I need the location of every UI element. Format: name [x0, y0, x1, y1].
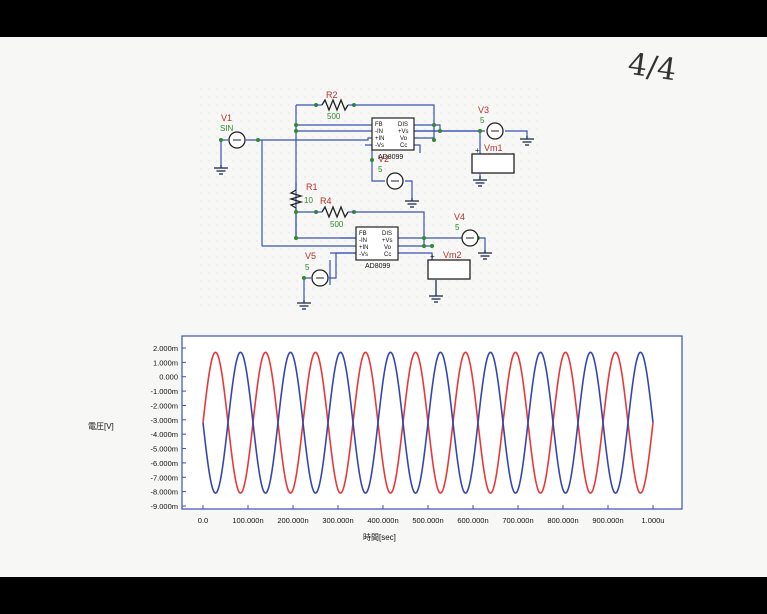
v2-value: 5 — [378, 165, 383, 174]
y-tick-label: 0.000 — [159, 373, 178, 382]
source-v3: V3 5 — [478, 105, 504, 140]
x-tick-label: 700.000n — [502, 516, 533, 525]
opamp-part: AD8099 — [365, 263, 390, 270]
ground-icon — [405, 198, 419, 208]
y-tick-label: -7.000m — [150, 473, 178, 482]
v5-value: 5 — [305, 263, 310, 272]
x-tick-label: 100.000n — [232, 516, 263, 525]
x-tick-label: 900.000n — [592, 516, 623, 525]
r4-value: 500 — [330, 220, 344, 229]
resistor-r4: R4 500 — [316, 196, 354, 229]
x-axis: 0.0 100.000n 200.000n 300.000n 400.000n 500.0… — [198, 505, 665, 525]
voltmeter-vm2: + Vm2 — [427, 250, 471, 280]
opamp-part: AD8099 — [378, 154, 403, 161]
r2-value: 500 — [327, 112, 341, 121]
v2-ref: V2 — [378, 154, 389, 164]
x-tick-label: 500.000n — [412, 516, 443, 525]
x-tick-label: 300.000n — [322, 516, 353, 525]
opamp-bottom: FB -IN +IN -Vs DIS +Vs Vo Cc AD8099 — [355, 226, 399, 270]
r1-ref: R1 — [306, 182, 318, 192]
r4-ref: R4 — [320, 196, 332, 206]
vm2-ref: Vm2 — [443, 250, 462, 260]
pin-label: -IN — [375, 129, 383, 135]
pin-label: -IN — [359, 238, 367, 244]
y-tick-label: -1.000m — [150, 387, 178, 396]
pin-label: FB — [359, 231, 367, 237]
opamp-icon — [371, 117, 415, 151]
y-tick-label: 1.000m — [153, 358, 178, 367]
series-line-2 — [202, 351, 654, 494]
x-axis-label: 時間[sec] — [363, 533, 396, 542]
x-tick-label: 400.000n — [367, 516, 398, 525]
wires — [220, 104, 528, 300]
pin-label: Cc — [400, 143, 407, 149]
ground-symbols — [214, 136, 534, 310]
pin-label: DIS — [382, 231, 392, 237]
y-axis: 2.000m 1.000m 0.000 -1.000m -2.000m -3.000m -4… — [150, 344, 186, 511]
v1-value: SIN — [220, 124, 234, 133]
y-tick-label: -2.000m — [150, 401, 178, 410]
pin-label: +IN — [359, 245, 369, 251]
opamp-icon — [355, 226, 399, 261]
ground-icon — [214, 165, 228, 175]
svg-text:+: + — [430, 252, 435, 261]
pin-label: Vo — [384, 245, 392, 251]
resistor-icon — [288, 189, 304, 209]
ground-icon — [473, 176, 487, 187]
ground-icon — [297, 300, 311, 310]
pin-label: -Vs — [375, 143, 384, 149]
source-v5: V5 5 — [305, 251, 329, 287]
resistor-icon — [321, 205, 349, 219]
y-tick-label: -3.000m — [150, 416, 178, 425]
y-tick-label: -8.000m — [150, 488, 178, 497]
resistor-r1: R1 10 — [288, 182, 318, 209]
y-tick-label: -5.000m — [150, 445, 178, 454]
pin-label: Cc — [384, 252, 391, 258]
v3-ref: V3 — [478, 105, 489, 115]
svg-text:+: + — [475, 146, 480, 155]
pin-label: +Vs — [382, 238, 393, 244]
series-layer — [202, 351, 654, 494]
r1-value: 10 — [304, 196, 313, 205]
v5-ref: V5 — [305, 251, 316, 261]
voltmeter-icon — [427, 259, 471, 280]
source-v1: V1 SIN — [220, 113, 246, 149]
x-tick-label: 200.000n — [277, 516, 308, 525]
v1-ref: V1 — [221, 113, 232, 123]
voltmeter-icon — [471, 153, 515, 174]
y-axis-label: 電圧[V] — [88, 422, 114, 431]
voltmeter-vm1: + Vm1 — [471, 143, 515, 176]
x-tick-label: 0.0 — [198, 516, 208, 525]
pin-label: -Vs — [359, 252, 368, 258]
y-tick-label: 2.000m — [153, 344, 178, 353]
v3-value: 5 — [480, 116, 485, 125]
source-v2: V2 5 — [378, 154, 404, 190]
v4-value: 5 — [455, 223, 460, 232]
pin-label: Vo — [400, 136, 408, 142]
source-v4: V4 5 — [454, 212, 479, 247]
pin-label: +IN — [375, 136, 385, 142]
resistor-icon — [321, 98, 349, 112]
pin-label: +Vs — [398, 129, 409, 135]
x-tick-label: 600.000n — [457, 516, 488, 525]
ground-icon — [478, 250, 492, 260]
vm1-ref: Vm1 — [484, 143, 503, 153]
r2-ref: R2 — [326, 90, 338, 100]
y-tick-label: -9.000m — [150, 502, 178, 511]
y-tick-label: -6.000m — [150, 459, 178, 468]
x-tick-label: 800.000n — [547, 516, 578, 525]
plot-frame — [181, 335, 683, 510]
pin-label: FB — [375, 122, 383, 128]
y-tick-label: -4.000m — [150, 430, 178, 439]
ground-icon — [429, 280, 443, 303]
ground-icon — [520, 136, 534, 146]
v4-ref: V4 — [454, 212, 465, 222]
resistor-r2: R2 500 — [316, 90, 354, 121]
pin-label: DIS — [398, 122, 408, 128]
opamp-top: FB -IN +IN -Vs DIS +Vs Vo Cc AD8099 — [371, 117, 415, 161]
x-tick-label: 1.000u — [642, 516, 665, 525]
